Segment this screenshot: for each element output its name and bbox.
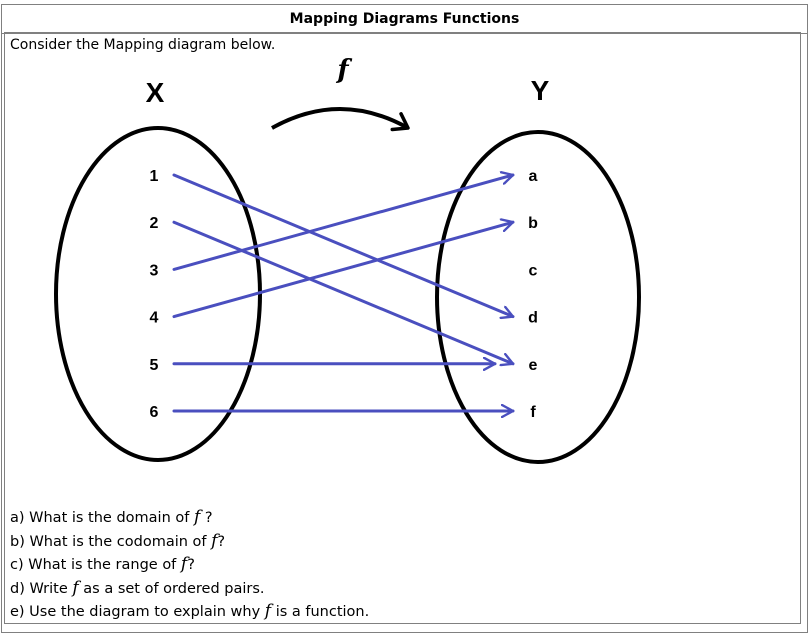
- domain-elements: 1 2 3 4 5 6: [150, 168, 159, 421]
- codomain-elements: a b c d e f: [528, 168, 538, 421]
- codomain-element-b: b: [528, 215, 538, 232]
- codomain-ellipse: [435, 130, 641, 464]
- domain-label: X: [146, 77, 165, 108]
- mapping-arrows: [172, 173, 515, 411]
- arrow-4-to-b: [172, 222, 515, 319]
- arrow-1-to-d: [172, 173, 515, 317]
- function-symbol: f: [180, 554, 188, 574]
- codomain-element-d: d: [528, 310, 538, 327]
- codomain-element-e: e: [529, 357, 538, 374]
- intro-text: Consider the Mapping diagram below.: [10, 37, 276, 53]
- codomain-label: Y: [531, 75, 550, 106]
- function-symbol: f: [72, 577, 79, 598]
- domain-element-4: 4: [150, 310, 159, 327]
- codomain-element-f: f: [530, 404, 536, 421]
- codomain-element-a: a: [529, 168, 538, 185]
- worksheet-frame: Mapping Diagrams Functions: [1, 4, 808, 633]
- function-symbol: f: [193, 507, 201, 527]
- question-item: a) What is the domain of f ?: [10, 507, 213, 527]
- arrow-3-to-a: [172, 175, 515, 271]
- mapping-diagram: f X Y 1 2 3 4 5 6 a b c d e f: [54, 55, 641, 464]
- domain-element-6: 6: [150, 404, 159, 421]
- function-label: f: [335, 55, 352, 85]
- page-title: Mapping Diagrams Functions: [2, 5, 807, 34]
- question-item: c) What is the range of f?: [10, 554, 195, 574]
- question-item: e) Use the diagram to explain why f is a…: [10, 601, 370, 621]
- question-list: a) What is the domain of f ? b) What is …: [10, 506, 369, 624]
- question-item: d) Write f as a set of ordered pairs.: [10, 577, 265, 598]
- domain-element-5: 5: [150, 357, 159, 374]
- function-symbol: f: [264, 601, 272, 621]
- domain-element-2: 2: [150, 215, 159, 232]
- codomain-element-c: c: [529, 262, 538, 279]
- function-symbol: f: [211, 530, 218, 551]
- domain-element-1: 1: [150, 168, 159, 185]
- question-item: b) What is the codomain of f?: [10, 530, 226, 551]
- content-box: [4, 32, 801, 624]
- domain-element-3: 3: [150, 262, 159, 279]
- curved-arrow-icon: [271, 107, 410, 132]
- arrow-2-to-e: [172, 220, 515, 364]
